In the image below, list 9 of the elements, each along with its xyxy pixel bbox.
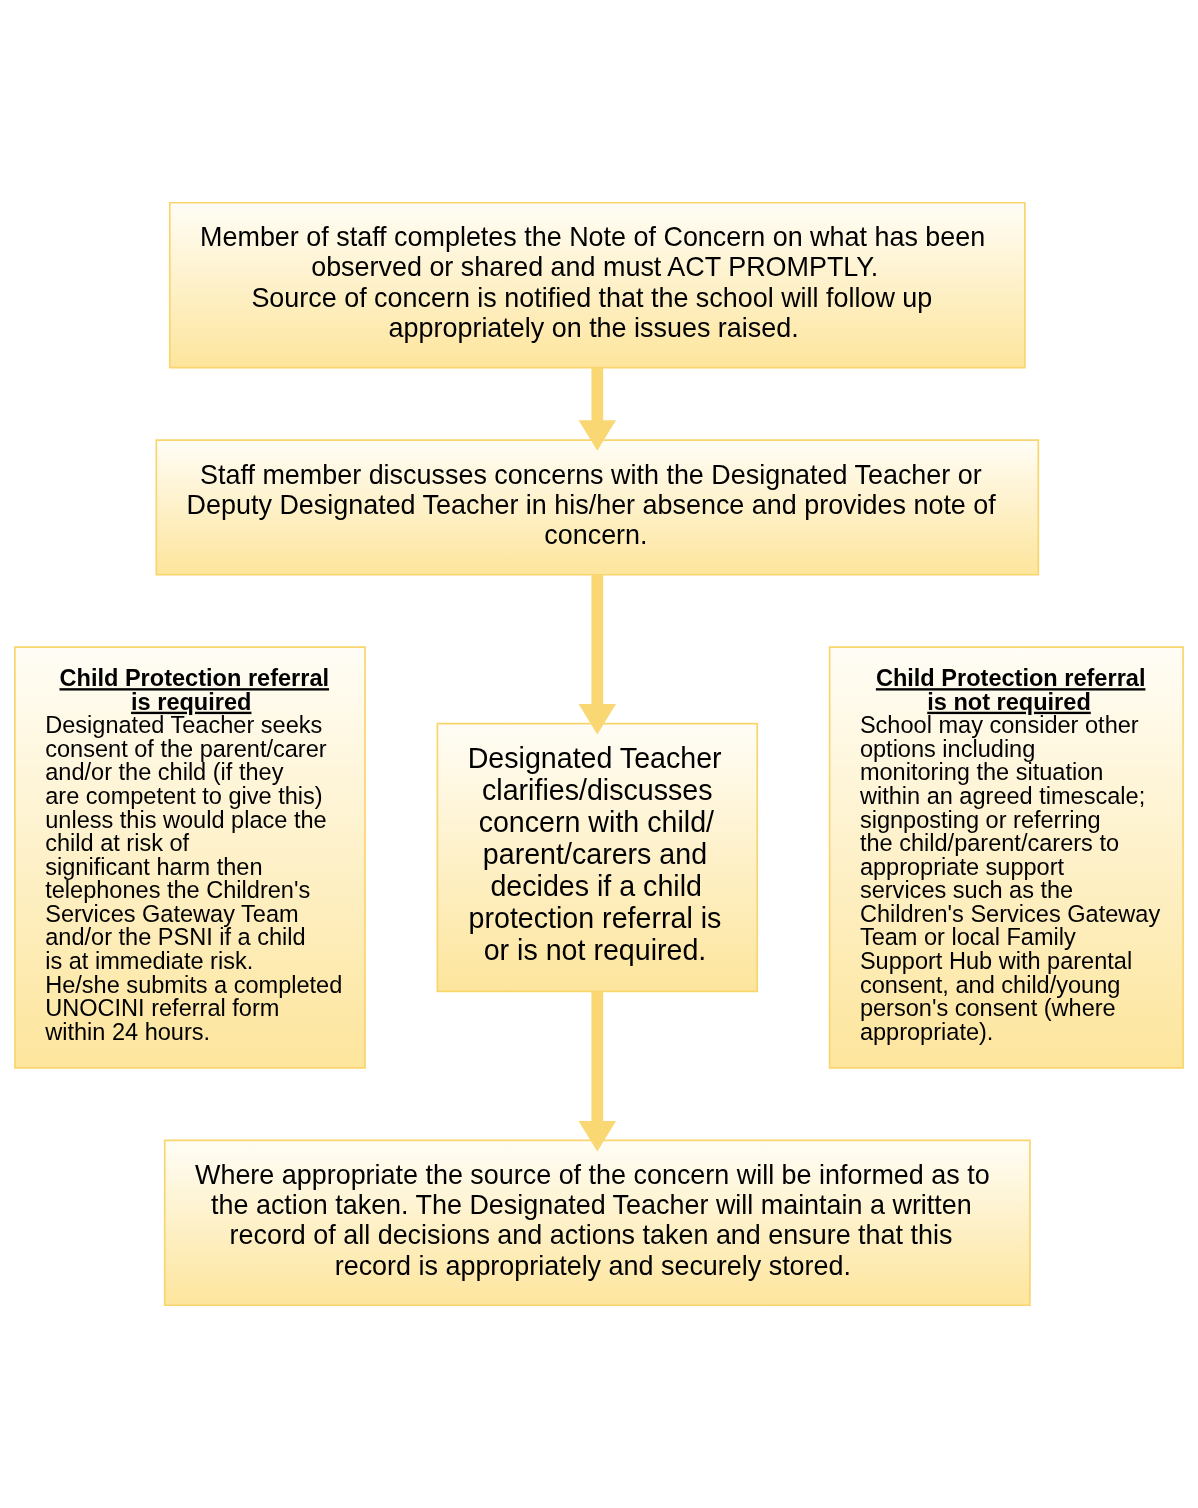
arrow — [578, 367, 617, 451]
node-box: Staff member discusses concerns with the Designated Teacher or Deputy Designated Teacher in his/her absence and provides note of concern. — [155, 439, 1040, 576]
node-box: Where appropriate the source of the concern will be informed as to the action taken. The Designated Teacher will maintain a written record of all decisions and actions taken and ensure that this record is appropriately and securely stored. — [163, 1139, 1031, 1307]
node-box: Child Protection referral is not required School may consider other options including monitoring the situation within an agreed timescale; signposting or referring the child/parent/carers to appropriate support services such as the Children's Services Gateway Team or local Family Support Hub with parental consent, and child/young person's consent (where appropriate). — [828, 646, 1184, 1069]
arrow — [578, 991, 617, 1152]
node-box: Member of staff completes the Note of Concern on what has been observed or shared and must ACT PROMPTLY. Source of concern is notified that the school will follow up appropriately on the issues raised. — [168, 201, 1026, 369]
node-box: Child Protection referral is required Designated Teacher seeks consent of the parent/carer and/or the child (if they are competent to give this) unless this would place the child at risk of significant harm then telephones the Children's Services Gateway Team and/or the PSNI if a child is at immediate risk. He/she submits a completed UNOCINI referral form within 24 hours. — [14, 646, 366, 1069]
arrow — [578, 575, 617, 735]
node-box: Designated Teacher clarifies/discusses concern with child/ parent/carers and decides if a child protection referral is or is not required. — [436, 722, 759, 993]
